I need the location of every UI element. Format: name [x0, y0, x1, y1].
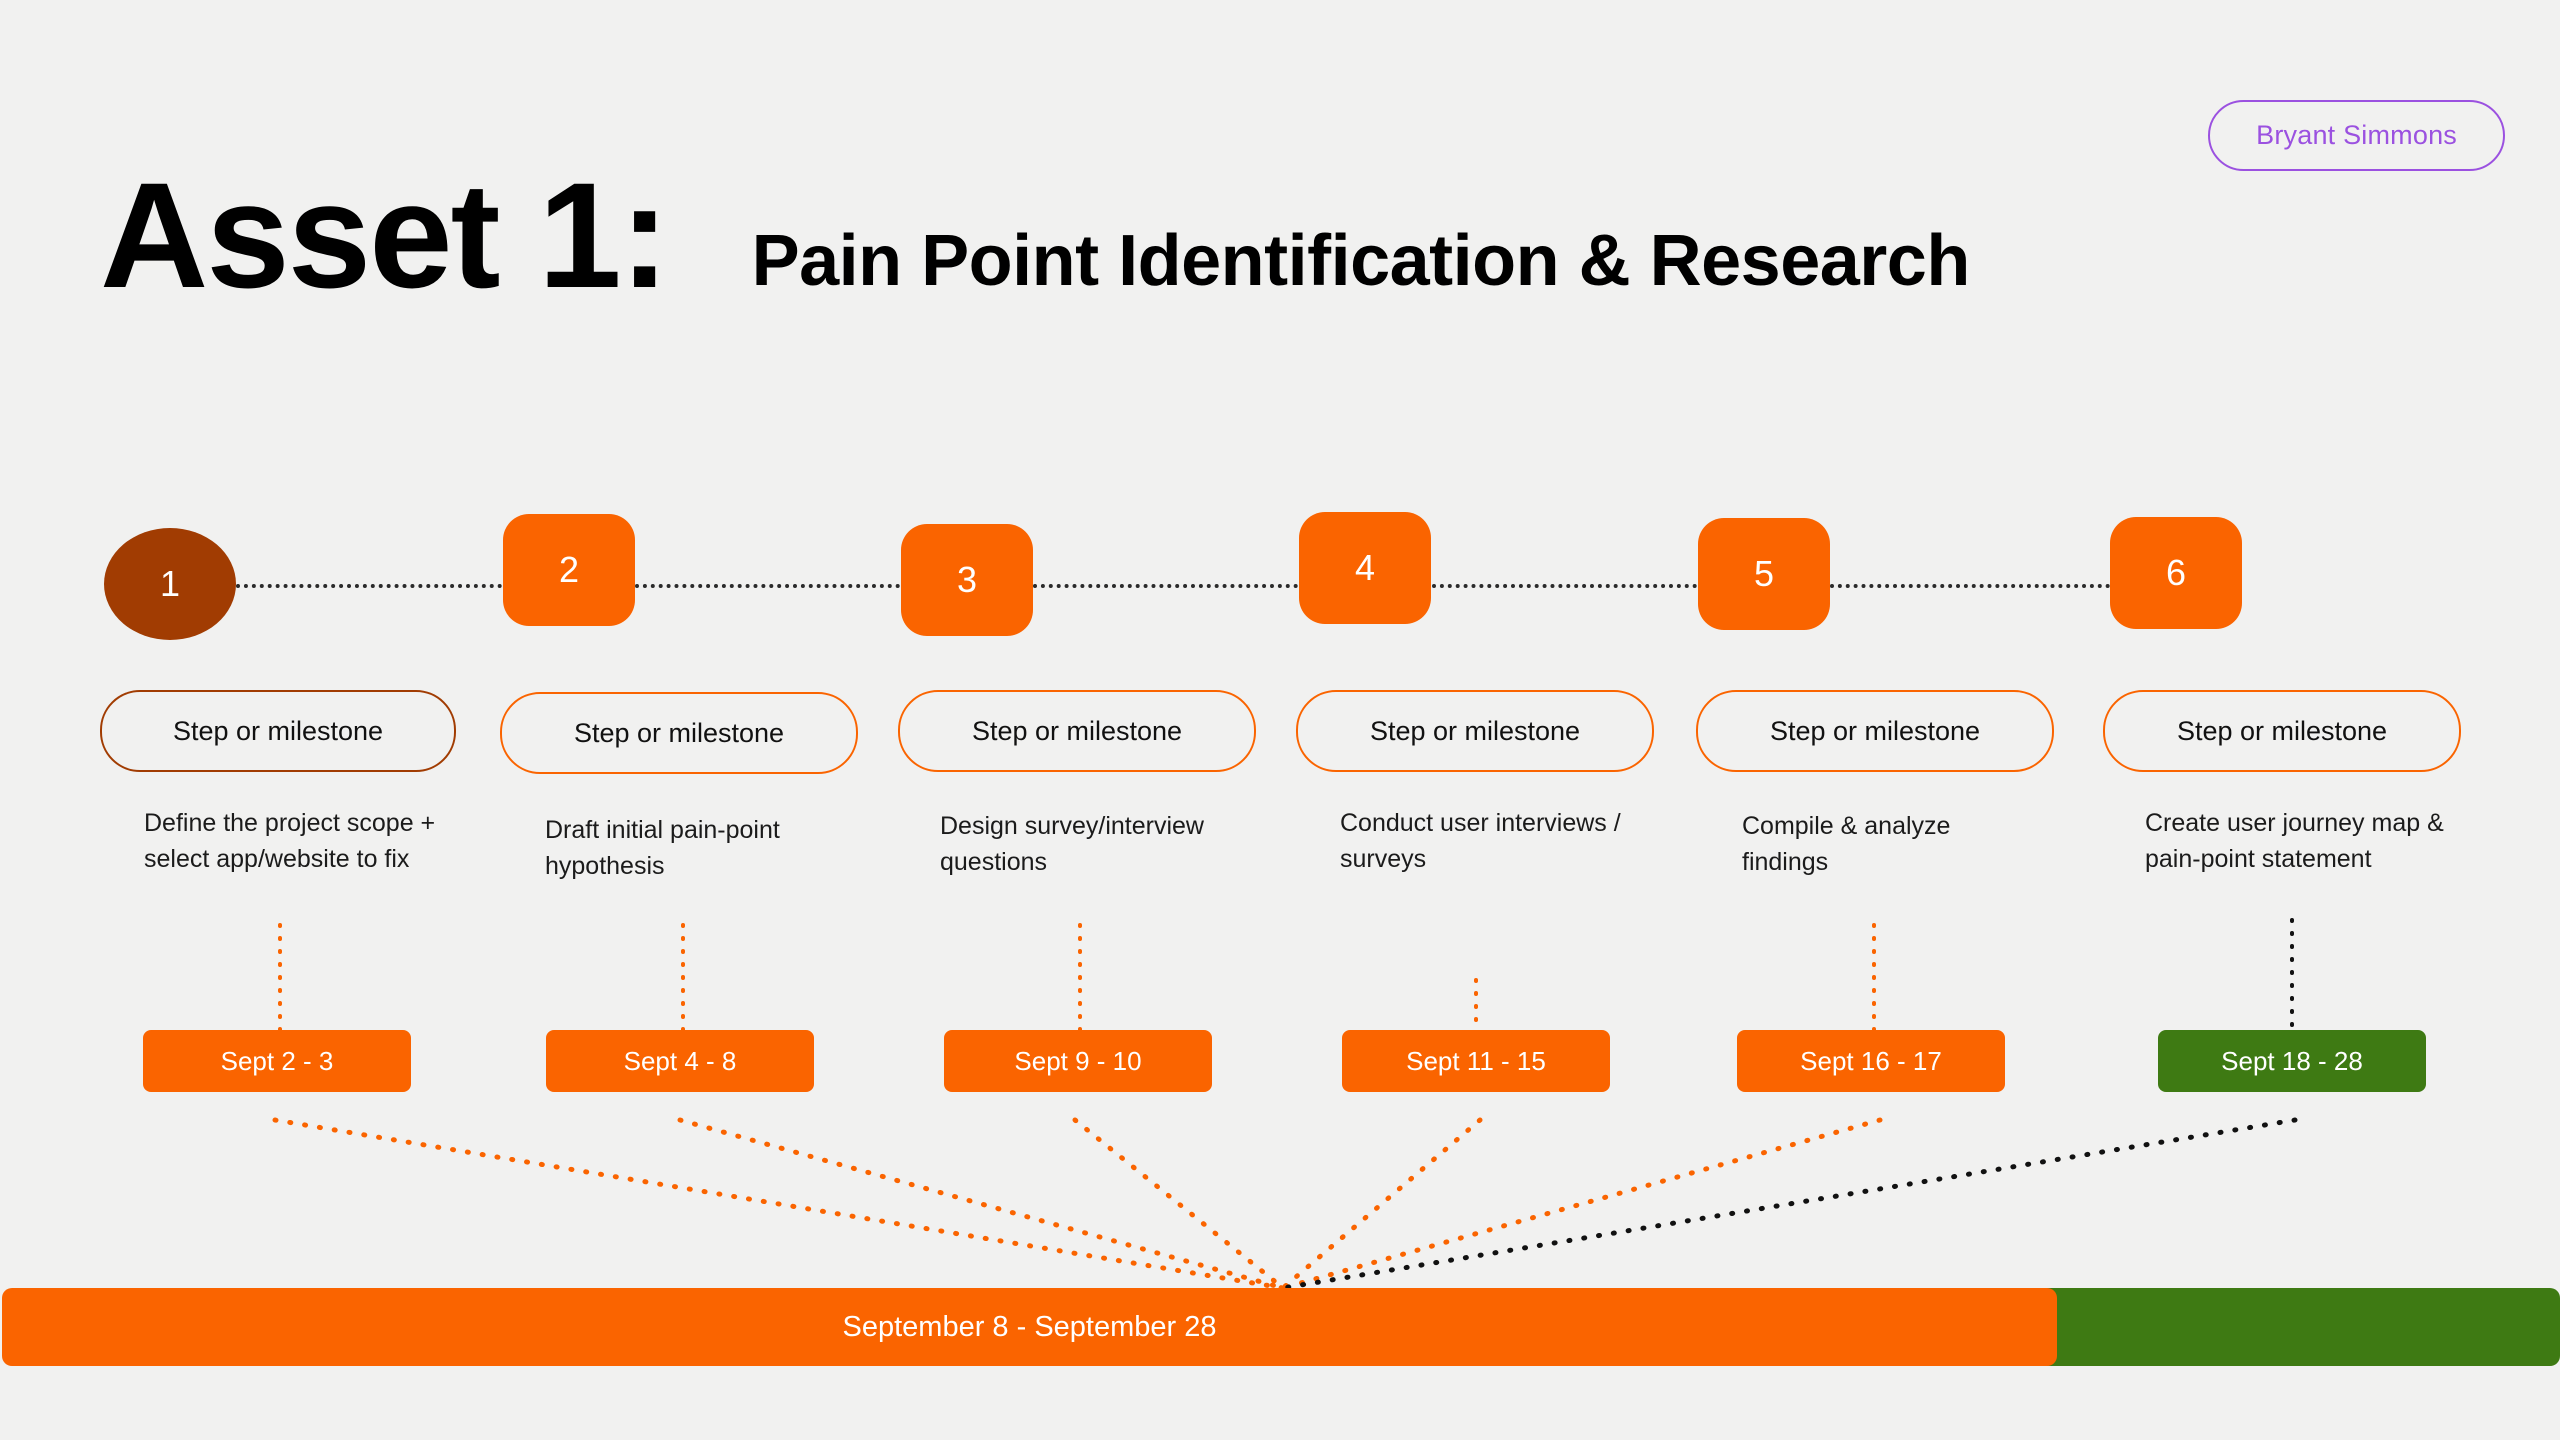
- step-node-1[interactable]: 1: [104, 528, 236, 640]
- step-date-label-6: Sept 18 - 28: [2221, 1045, 2363, 1076]
- step-pill-6[interactable]: Step or milestone: [2103, 690, 2461, 772]
- step-date-label-5: Sept 16 - 17: [1800, 1045, 1942, 1076]
- step-description-5: Compile & analyze findings: [1742, 812, 1951, 877]
- page-title: Asset 1: Pain Point Identification & Res…: [100, 160, 1970, 310]
- step-pill-3[interactable]: Step or milestone: [898, 690, 1256, 772]
- step-pill-4[interactable]: Step or milestone: [1296, 690, 1654, 772]
- connector-2-3: [635, 584, 900, 588]
- step-pill-label-2: Step or milestone: [573, 717, 785, 748]
- step-pill-label-1: Step or milestone: [172, 715, 384, 746]
- connector-3-4: [1033, 584, 1298, 588]
- step-description-4: Conduct user interviews / surveys: [1340, 809, 1621, 874]
- step-date-label-4: Sept 11 - 15: [1406, 1045, 1546, 1076]
- step-pill-1[interactable]: Step or milestone: [100, 690, 456, 772]
- step-number-2: 2: [558, 549, 580, 590]
- author-badge-label: Bryant Simmons: [2256, 120, 2457, 150]
- step-number-6: 6: [2165, 552, 2187, 593]
- step-description-1: Define the project scope + select app/we…: [144, 809, 436, 874]
- step-date-label-2: Sept 4 - 8: [623, 1045, 737, 1076]
- step-date-chip-3[interactable]: Sept 9 - 10: [944, 1030, 1212, 1092]
- step-pill-label-6: Step or milestone: [2176, 715, 2388, 746]
- step-date-chip-6[interactable]: Sept 18 - 28: [2158, 1030, 2426, 1092]
- step-pill-label-3: Step or milestone: [971, 715, 1183, 746]
- step-node-2[interactable]: 2: [503, 514, 635, 626]
- summary-bar-primary[interactable]: September 8 - September 28: [2, 1288, 2057, 1366]
- page-title-main: Asset 1:: [100, 151, 670, 319]
- step-pill-label-4: Step or milestone: [1369, 715, 1581, 746]
- step-date-chip-1[interactable]: Sept 2 - 3: [143, 1030, 411, 1092]
- step-number-5: 5: [1753, 553, 1775, 594]
- page-title-subtitle: Pain Point Identification & Research: [751, 221, 1971, 301]
- author-badge[interactable]: Bryant Simmons: [2208, 100, 2505, 171]
- step-date-chip-4[interactable]: Sept 11 - 15: [1342, 1030, 1610, 1092]
- summary-range-label: September 8 - September 28: [842, 1310, 1217, 1343]
- step-number-4: 4: [1354, 547, 1376, 588]
- connector-4-5: [1432, 584, 1697, 588]
- step-description-3: Design survey/interview questions: [940, 812, 1204, 877]
- step-description-6: Create user journey map & pain-point sta…: [2145, 809, 2444, 874]
- connector-5-6: [1830, 584, 2110, 588]
- step-node-3[interactable]: 3: [901, 524, 1033, 636]
- step-node-6[interactable]: 6: [2110, 517, 2242, 629]
- step-node-4[interactable]: 4: [1299, 512, 1431, 624]
- step-number-3: 3: [956, 559, 978, 600]
- step-date-label-3: Sept 9 - 10: [1014, 1045, 1142, 1076]
- step-date-chip-2[interactable]: Sept 4 - 8: [546, 1030, 814, 1092]
- step-number-1: 1: [159, 563, 181, 604]
- step-date-label-1: Sept 2 - 3: [220, 1045, 334, 1076]
- step-node-5[interactable]: 5: [1698, 518, 1830, 630]
- step-pill-2[interactable]: Step or milestone: [500, 692, 858, 774]
- step-pill-label-5: Step or milestone: [1769, 715, 1981, 746]
- step-pill-5[interactable]: Step or milestone: [1696, 690, 2054, 772]
- step-description-2: Draft initial pain-point hypothesis: [545, 816, 780, 881]
- step-date-chip-5[interactable]: Sept 16 - 17: [1737, 1030, 2005, 1092]
- connector-1-2: [236, 584, 502, 588]
